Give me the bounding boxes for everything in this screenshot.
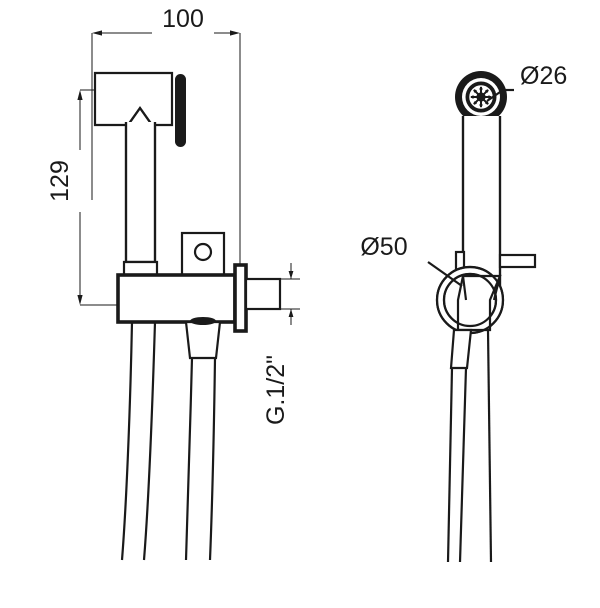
bracket-inner-ring-overlay bbox=[442, 272, 498, 328]
arrowhead-top bbox=[77, 90, 83, 100]
thread-arrow-top bbox=[288, 271, 294, 279]
outlet-spout bbox=[244, 277, 282, 311]
arrowhead-bottom bbox=[77, 295, 83, 305]
trigger-lever bbox=[175, 74, 186, 147]
dimension-height-129: 129 bbox=[46, 89, 124, 306]
side-hose-connector-body bbox=[449, 328, 473, 370]
thread-dimension-ticks bbox=[280, 263, 300, 325]
valve-body bbox=[116, 273, 237, 324]
hose-2-right-edge bbox=[208, 357, 217, 561]
outlet-flange bbox=[233, 263, 248, 333]
wall-outlet bbox=[233, 263, 282, 333]
hose-2-left-edge bbox=[184, 357, 194, 561]
side-hose-2-edge bbox=[486, 329, 493, 563]
side-outlet-arm bbox=[498, 253, 537, 269]
leader-line-d26 bbox=[486, 89, 504, 102]
hose-connector-collar bbox=[190, 317, 216, 325]
callout-diameter-26: Ø26 bbox=[486, 62, 567, 102]
arrowhead-right bbox=[230, 30, 240, 36]
hose-pair-side bbox=[446, 329, 493, 563]
dimension-width-100: 100 bbox=[91, 5, 241, 272]
valve-cap bbox=[180, 231, 226, 277]
spray-head-shoulder bbox=[127, 106, 153, 126]
hose-1-left-edge bbox=[120, 321, 134, 561]
spray-barrel-outline bbox=[124, 122, 157, 264]
spray-head bbox=[93, 71, 174, 127]
callout-diameter-50: Ø50 bbox=[360, 233, 463, 287]
side-outlet-arm-body bbox=[498, 253, 537, 269]
spray-barrel bbox=[122, 122, 159, 277]
side-view: Ø26 bbox=[360, 62, 567, 563]
hose-pair-front bbox=[120, 321, 217, 561]
dimension-label-height: 129 bbox=[46, 160, 74, 202]
side-hose-1-left bbox=[446, 367, 454, 563]
barrel-collar bbox=[122, 260, 159, 277]
dimension-label-width: 100 bbox=[162, 5, 204, 33]
thread-arrow-bottom bbox=[288, 309, 294, 317]
hose-1-right-edge bbox=[142, 321, 157, 561]
arrowhead-left bbox=[92, 30, 102, 36]
trigger-lever-body bbox=[175, 74, 186, 147]
nozzle-face bbox=[455, 71, 507, 123]
callout-label-d50: Ø50 bbox=[360, 233, 407, 261]
hose-connector-body bbox=[184, 320, 222, 360]
side-hose-1-right bbox=[458, 367, 468, 563]
side-hose-connector bbox=[449, 328, 473, 370]
taper-left bbox=[461, 275, 468, 301]
callout-label-d26: Ø26 bbox=[520, 62, 567, 90]
valve-cap-hole bbox=[193, 242, 213, 262]
nozzle-hub-2 bbox=[476, 92, 486, 102]
valve-body-outline bbox=[116, 273, 237, 324]
front-view: G.1/2" bbox=[93, 71, 300, 561]
thread-size-label: G.1/2" bbox=[262, 355, 290, 425]
hose-connector bbox=[184, 317, 222, 360]
leader-line-d50 bbox=[427, 261, 463, 287]
